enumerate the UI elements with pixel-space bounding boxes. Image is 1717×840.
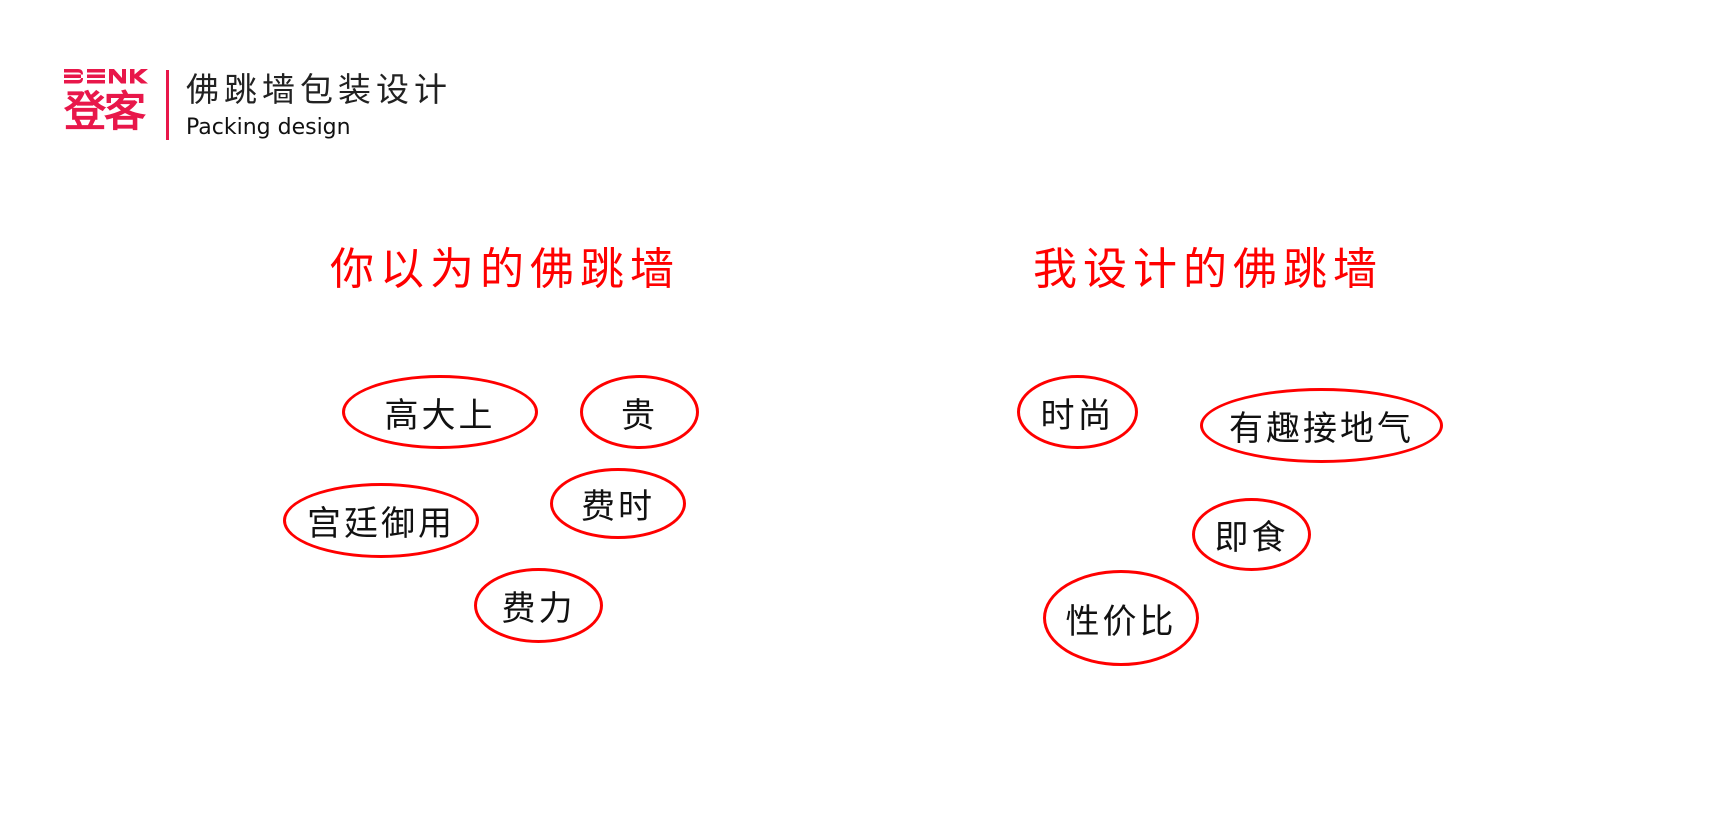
right-section-title: 我设计的佛跳墙 (1033, 244, 1383, 295)
header-divider (166, 70, 169, 140)
keyword-bubble-feishi: 费时 (550, 468, 686, 539)
denk-wordmark-icon (64, 69, 148, 84)
page-subtitle: Packing design (186, 115, 351, 140)
page-title: 佛跳墙包装设计 (186, 70, 452, 109)
left-section-title: 你以为的佛跳墙 (330, 244, 680, 295)
keyword-bubble-gaodashang: 高大上 (342, 375, 538, 449)
keyword-label: 费时 (581, 487, 655, 527)
keyword-label: 性价比 (1065, 601, 1177, 642)
keyword-label: 即食 (1214, 518, 1289, 558)
keyword-bubble-gongtingyuyong: 宫廷御用 (283, 483, 479, 558)
keyword-bubble-jishi: 即食 (1192, 498, 1311, 571)
keyword-bubble-gui: 贵 (580, 375, 699, 449)
keyword-bubble-youqujiediqi: 有趣接地气 (1200, 388, 1443, 463)
brand-logo: 登客 (64, 69, 150, 139)
keyword-label: 有趣接地气 (1229, 409, 1414, 449)
keyword-bubble-feili: 费力 (474, 568, 603, 643)
keyword-label: 宫廷御用 (307, 504, 455, 544)
keyword-label: 费力 (501, 589, 576, 629)
logo-chinese-name: 登客 (64, 87, 146, 136)
keyword-bubble-shishang: 时尚 (1017, 375, 1138, 449)
keyword-label: 贵 (621, 395, 658, 436)
keyword-label: 高大上 (384, 395, 496, 436)
keyword-label: 时尚 (1040, 395, 1115, 436)
keyword-bubble-xingjiabi: 性价比 (1043, 570, 1199, 666)
